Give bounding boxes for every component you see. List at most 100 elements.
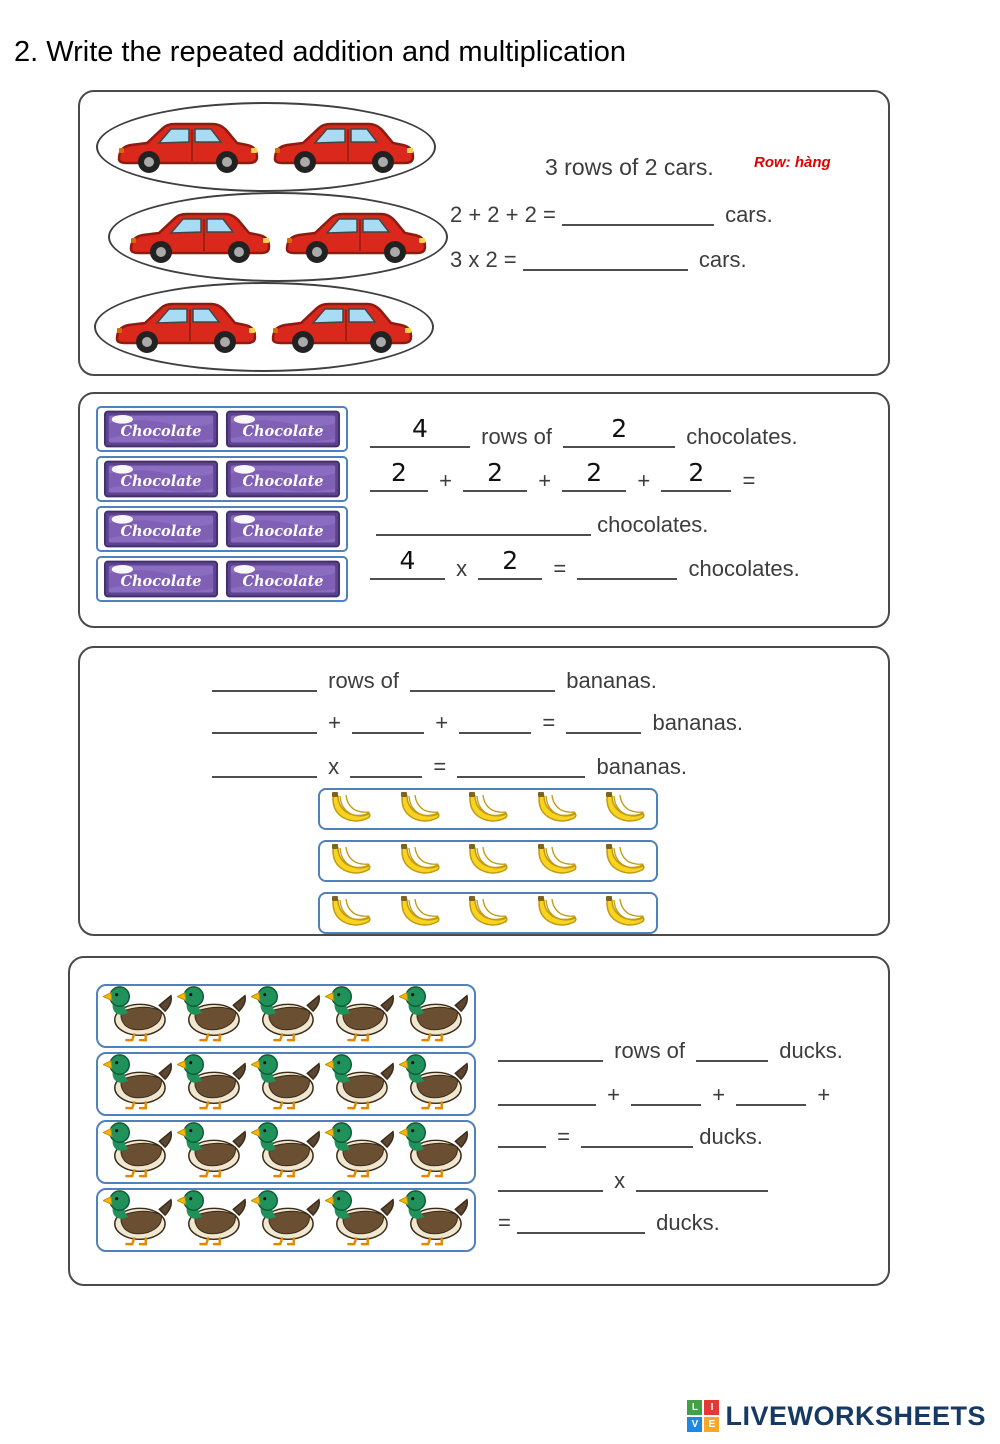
logo-letter: L: [687, 1400, 703, 1415]
banana-icon: [465, 844, 511, 878]
duck-icon: [103, 1188, 173, 1248]
label: 2 + 2 + 2 =: [450, 202, 556, 227]
cars-multiplication-line: 3 x 2 = cars.: [450, 245, 752, 273]
answer-blank[interactable]: 4: [370, 546, 445, 580]
times-sign: x: [614, 1168, 626, 1193]
answer-blank[interactable]: [516, 1208, 645, 1234]
answer-blank[interactable]: [581, 1122, 694, 1148]
answer-blank[interactable]: [212, 708, 317, 734]
label: bananas.: [652, 710, 743, 735]
duck-icon: [103, 1120, 173, 1180]
answer-blank[interactable]: 2: [463, 458, 528, 492]
answer-blank[interactable]: 2: [562, 458, 627, 492]
banana-icon: [328, 844, 374, 878]
ducks-addition-line-1: + + +: [498, 1080, 835, 1108]
chocolate-bar-icon: [225, 409, 341, 449]
ducks-rows-of-line: rows of ducks.: [498, 1036, 848, 1064]
banana-icon: [397, 792, 443, 826]
label: 3 x 2 =: [450, 247, 517, 272]
answer-blank[interactable]: 4: [370, 414, 470, 448]
answer-text: 2: [487, 458, 504, 487]
plus-sign: +: [817, 1082, 831, 1107]
answer-blank[interactable]: [498, 1080, 596, 1106]
answer-blank[interactable]: [212, 752, 317, 778]
chocolate-bar-icon: [103, 509, 219, 549]
answer-text: 2: [688, 458, 705, 487]
chocolate-bar-icon: [225, 559, 341, 599]
bananas-row-3: [318, 892, 658, 934]
answer-blank[interactable]: [212, 666, 317, 692]
answer-blank[interactable]: [561, 200, 714, 226]
label: ducks.: [656, 1210, 720, 1235]
banana-icon: [534, 844, 580, 878]
answer-blank[interactable]: [631, 1080, 702, 1106]
label: rows of: [481, 424, 553, 449]
label: rows of: [614, 1038, 686, 1063]
answer-blank[interactable]: [566, 708, 642, 734]
answer-blank[interactable]: [636, 1166, 769, 1192]
answer-blank[interactable]: [498, 1036, 603, 1062]
ducks-section: rows of ducks. + + + = ducks. x = ducks.: [68, 956, 890, 1286]
cars-row-1: [96, 102, 436, 192]
duck-icon: [325, 1188, 395, 1248]
liveworksheets-logo-icon: L I V E: [687, 1400, 720, 1432]
answer-blank[interactable]: [457, 752, 586, 778]
equals-sign: =: [742, 468, 756, 493]
answer-blank[interactable]: [498, 1166, 603, 1192]
bananas-addition-line: + + = bananas.: [212, 708, 748, 736]
chocolates-multiplication-line: 4 x 2 = chocolates.: [370, 546, 805, 582]
chocolate-bar-icon: [103, 409, 219, 449]
ducks-multiplication-line-2: = ducks.: [498, 1208, 725, 1236]
label: chocolates.: [597, 512, 709, 537]
answer-blank[interactable]: [736, 1080, 807, 1106]
times-sign: x: [328, 754, 340, 779]
chocolates-addition-line: 2 + 2 + 2 + 2 =: [370, 458, 760, 494]
label: cars.: [698, 247, 747, 272]
chocolates-row-1: [96, 406, 348, 452]
ducks-addition-line-2: = ducks.: [498, 1122, 763, 1150]
duck-icon: [399, 1052, 469, 1112]
plus-sign: +: [712, 1082, 726, 1107]
answer-blank[interactable]: [350, 752, 423, 778]
logo-letter: V: [687, 1417, 703, 1432]
bananas-section: rows of bananas. + + = bananas. x = bana…: [78, 646, 890, 936]
answer-blank[interactable]: [522, 245, 688, 271]
answer-blank[interactable]: [376, 510, 591, 536]
car-icon: [111, 295, 261, 359]
plus-sign: +: [637, 468, 651, 493]
chocolate-bar-icon: [103, 459, 219, 499]
ducks-row-4: [96, 1188, 476, 1252]
answer-blank[interactable]: 2: [563, 414, 676, 448]
answer-blank[interactable]: 2: [661, 458, 732, 492]
ducks-row-3: [96, 1120, 476, 1184]
answer-text: 2: [391, 458, 407, 487]
plus-sign: +: [328, 710, 341, 735]
label: chocolates.: [686, 424, 798, 449]
banana-icon: [328, 896, 374, 930]
bananas-rows-of-line: rows of bananas.: [212, 666, 662, 694]
ducks-multiplication-line-1: x: [498, 1166, 769, 1194]
logo-letter: E: [704, 1417, 720, 1432]
duck-icon: [399, 1188, 469, 1248]
plus-sign: +: [607, 1082, 620, 1107]
chocolates-rows-of-line: 4 rows of 2 chocolates.: [370, 414, 803, 450]
answer-blank[interactable]: [498, 1122, 546, 1148]
answer-blank[interactable]: 2: [370, 458, 428, 492]
answer-blank[interactable]: [696, 1036, 769, 1062]
times-sign: x: [456, 556, 468, 581]
banana-icon: [534, 792, 580, 826]
duck-icon: [103, 1052, 173, 1112]
answer-text: 4: [412, 414, 428, 443]
answer-blank[interactable]: [410, 666, 556, 692]
answer-blank[interactable]: [352, 708, 425, 734]
chocolate-bar-icon: [225, 509, 341, 549]
banana-icon: [328, 792, 374, 826]
duck-icon: [325, 1120, 395, 1180]
answer-blank[interactable]: 2: [478, 546, 543, 580]
banana-icon: [465, 792, 511, 826]
duck-icon: [103, 984, 173, 1044]
answer-blank[interactable]: [459, 708, 532, 734]
liveworksheets-wordmark: LIVEWORKSHEETS: [725, 1400, 986, 1431]
answer-blank[interactable]: [577, 554, 678, 580]
